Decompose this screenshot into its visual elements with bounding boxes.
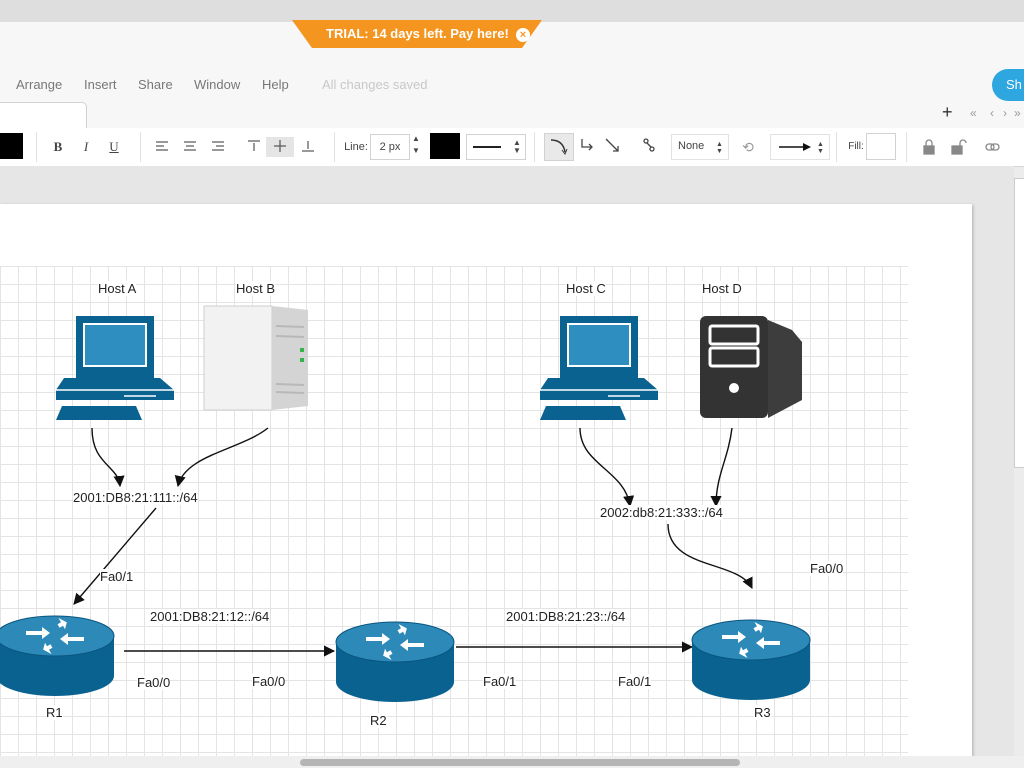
horizontal-scrollbar-thumb[interactable] (300, 759, 740, 766)
valign-bottom-icon (302, 141, 314, 152)
toolbar-divider (36, 132, 37, 162)
menu-arrange[interactable]: Arrange (16, 77, 63, 92)
toolbar-divider (140, 132, 141, 162)
toolbar-divider (836, 132, 837, 162)
elbow-connector-icon (581, 139, 593, 151)
interface-label: Fa0/1 (618, 674, 652, 689)
interface-label: Fa0/0 (137, 675, 171, 690)
host-d-label: Host D (702, 281, 742, 296)
router-label: R3 (754, 705, 771, 720)
interface-label: Fa0/1 (100, 569, 134, 584)
link-hostb-net (174, 427, 269, 488)
host-a-computer-icon (55, 315, 175, 421)
page-tab[interactable] (0, 102, 87, 129)
bold-button[interactable]: B (53, 139, 63, 154)
lock-icon (923, 139, 935, 155)
align-center-icon (184, 141, 196, 151)
lock-icons[interactable] (920, 138, 1010, 156)
straight-connector-icon (605, 138, 619, 152)
trial-banner[interactable]: TRIAL: 14 days left. Pay here! (292, 20, 542, 48)
curved-connector-button[interactable] (544, 133, 574, 161)
interface-label: Fa0/1 (483, 674, 517, 689)
menu-window[interactable]: Window (194, 77, 241, 92)
line-width-input[interactable]: 2 px (370, 134, 410, 160)
italic-button[interactable]: I (83, 139, 89, 154)
text-color-swatch[interactable] (0, 133, 23, 159)
menu-insert[interactable]: Insert (84, 77, 117, 92)
side-panel[interactable] (1014, 178, 1024, 468)
interface-label: Fa0/0 (810, 561, 844, 576)
align-left-icon (156, 141, 168, 151)
line-style-preview (473, 146, 501, 148)
prev-page-icon[interactable]: ‹ (990, 106, 994, 120)
host-b-label: Host B (236, 281, 276, 296)
unlock-icon (951, 139, 967, 155)
align-icons (156, 137, 314, 157)
menu-help[interactable]: Help (262, 77, 289, 92)
host-a-label: Host A (98, 281, 137, 296)
arrow-start-value: None (678, 140, 705, 152)
share-button[interactable]: Sh (992, 69, 1024, 101)
toolbar-divider (534, 132, 535, 162)
line-width-stepper[interactable]: ▲▼ (412, 134, 420, 155)
router-label: R2 (370, 713, 387, 728)
fill-color-swatch[interactable] (866, 133, 896, 160)
host-c-label: Host C (566, 281, 606, 296)
valign-middle-icon (274, 140, 286, 152)
network-label: 2001:DB8:21:12::/64 (150, 609, 270, 624)
valign-top-icon (248, 140, 260, 151)
link-hostd-net (710, 427, 733, 508)
arrow-start-select[interactable]: None ▲▼ (671, 134, 729, 160)
toolbar-divider (906, 132, 907, 162)
network-label: 2002:db8:21:333::/64 (600, 505, 723, 520)
line-style-select[interactable]: ▲▼ (466, 134, 526, 160)
host-b-server-icon (203, 305, 308, 411)
chevron-icon: ▲▼ (513, 138, 521, 155)
line-label: Line: (344, 141, 368, 153)
toolbar-divider (334, 132, 335, 162)
fill-label: Fill: (848, 141, 864, 152)
waypoint-icon (643, 138, 655, 152)
last-page-icon[interactable]: » (1014, 106, 1021, 120)
network-label: 2001:DB8:21:111::/64 (73, 490, 198, 505)
link-icon (985, 143, 1000, 151)
router-label: R1 (46, 705, 63, 720)
link-net-r1 (73, 507, 157, 605)
next-page-icon[interactable]: › (1003, 106, 1007, 120)
r1-router-icon (0, 614, 115, 697)
close-icon[interactable]: × (516, 28, 530, 42)
add-page-icon[interactable]: + (942, 102, 953, 122)
chevron-icon: ▲▼ (817, 141, 824, 155)
swap-arrows-icon[interactable]: ⟲ (742, 139, 754, 155)
host-d-server-icon (700, 316, 802, 418)
network-label: 2001:DB8:21:23::/64 (506, 609, 626, 624)
menu-share[interactable]: Share (138, 77, 173, 92)
chevron-icon: ▲▼ (716, 141, 723, 155)
connector-icons[interactable] (576, 135, 666, 157)
underline-button[interactable]: U (109, 139, 119, 154)
link-hosta-net (91, 427, 125, 488)
link-net-r3 (667, 523, 753, 590)
interface-label: Fa0/0 (252, 674, 286, 689)
align-right-icon (212, 141, 224, 151)
r2-router-icon (335, 620, 455, 703)
link-hostc-net (579, 427, 635, 508)
host-c-computer-icon (539, 315, 659, 421)
first-page-icon[interactable]: « (970, 106, 977, 120)
line-color-swatch[interactable] (430, 133, 460, 159)
arrow-end-select[interactable]: ▲▼ (770, 134, 830, 160)
r3-router-icon (691, 618, 811, 701)
save-status: All changes saved (322, 77, 428, 92)
